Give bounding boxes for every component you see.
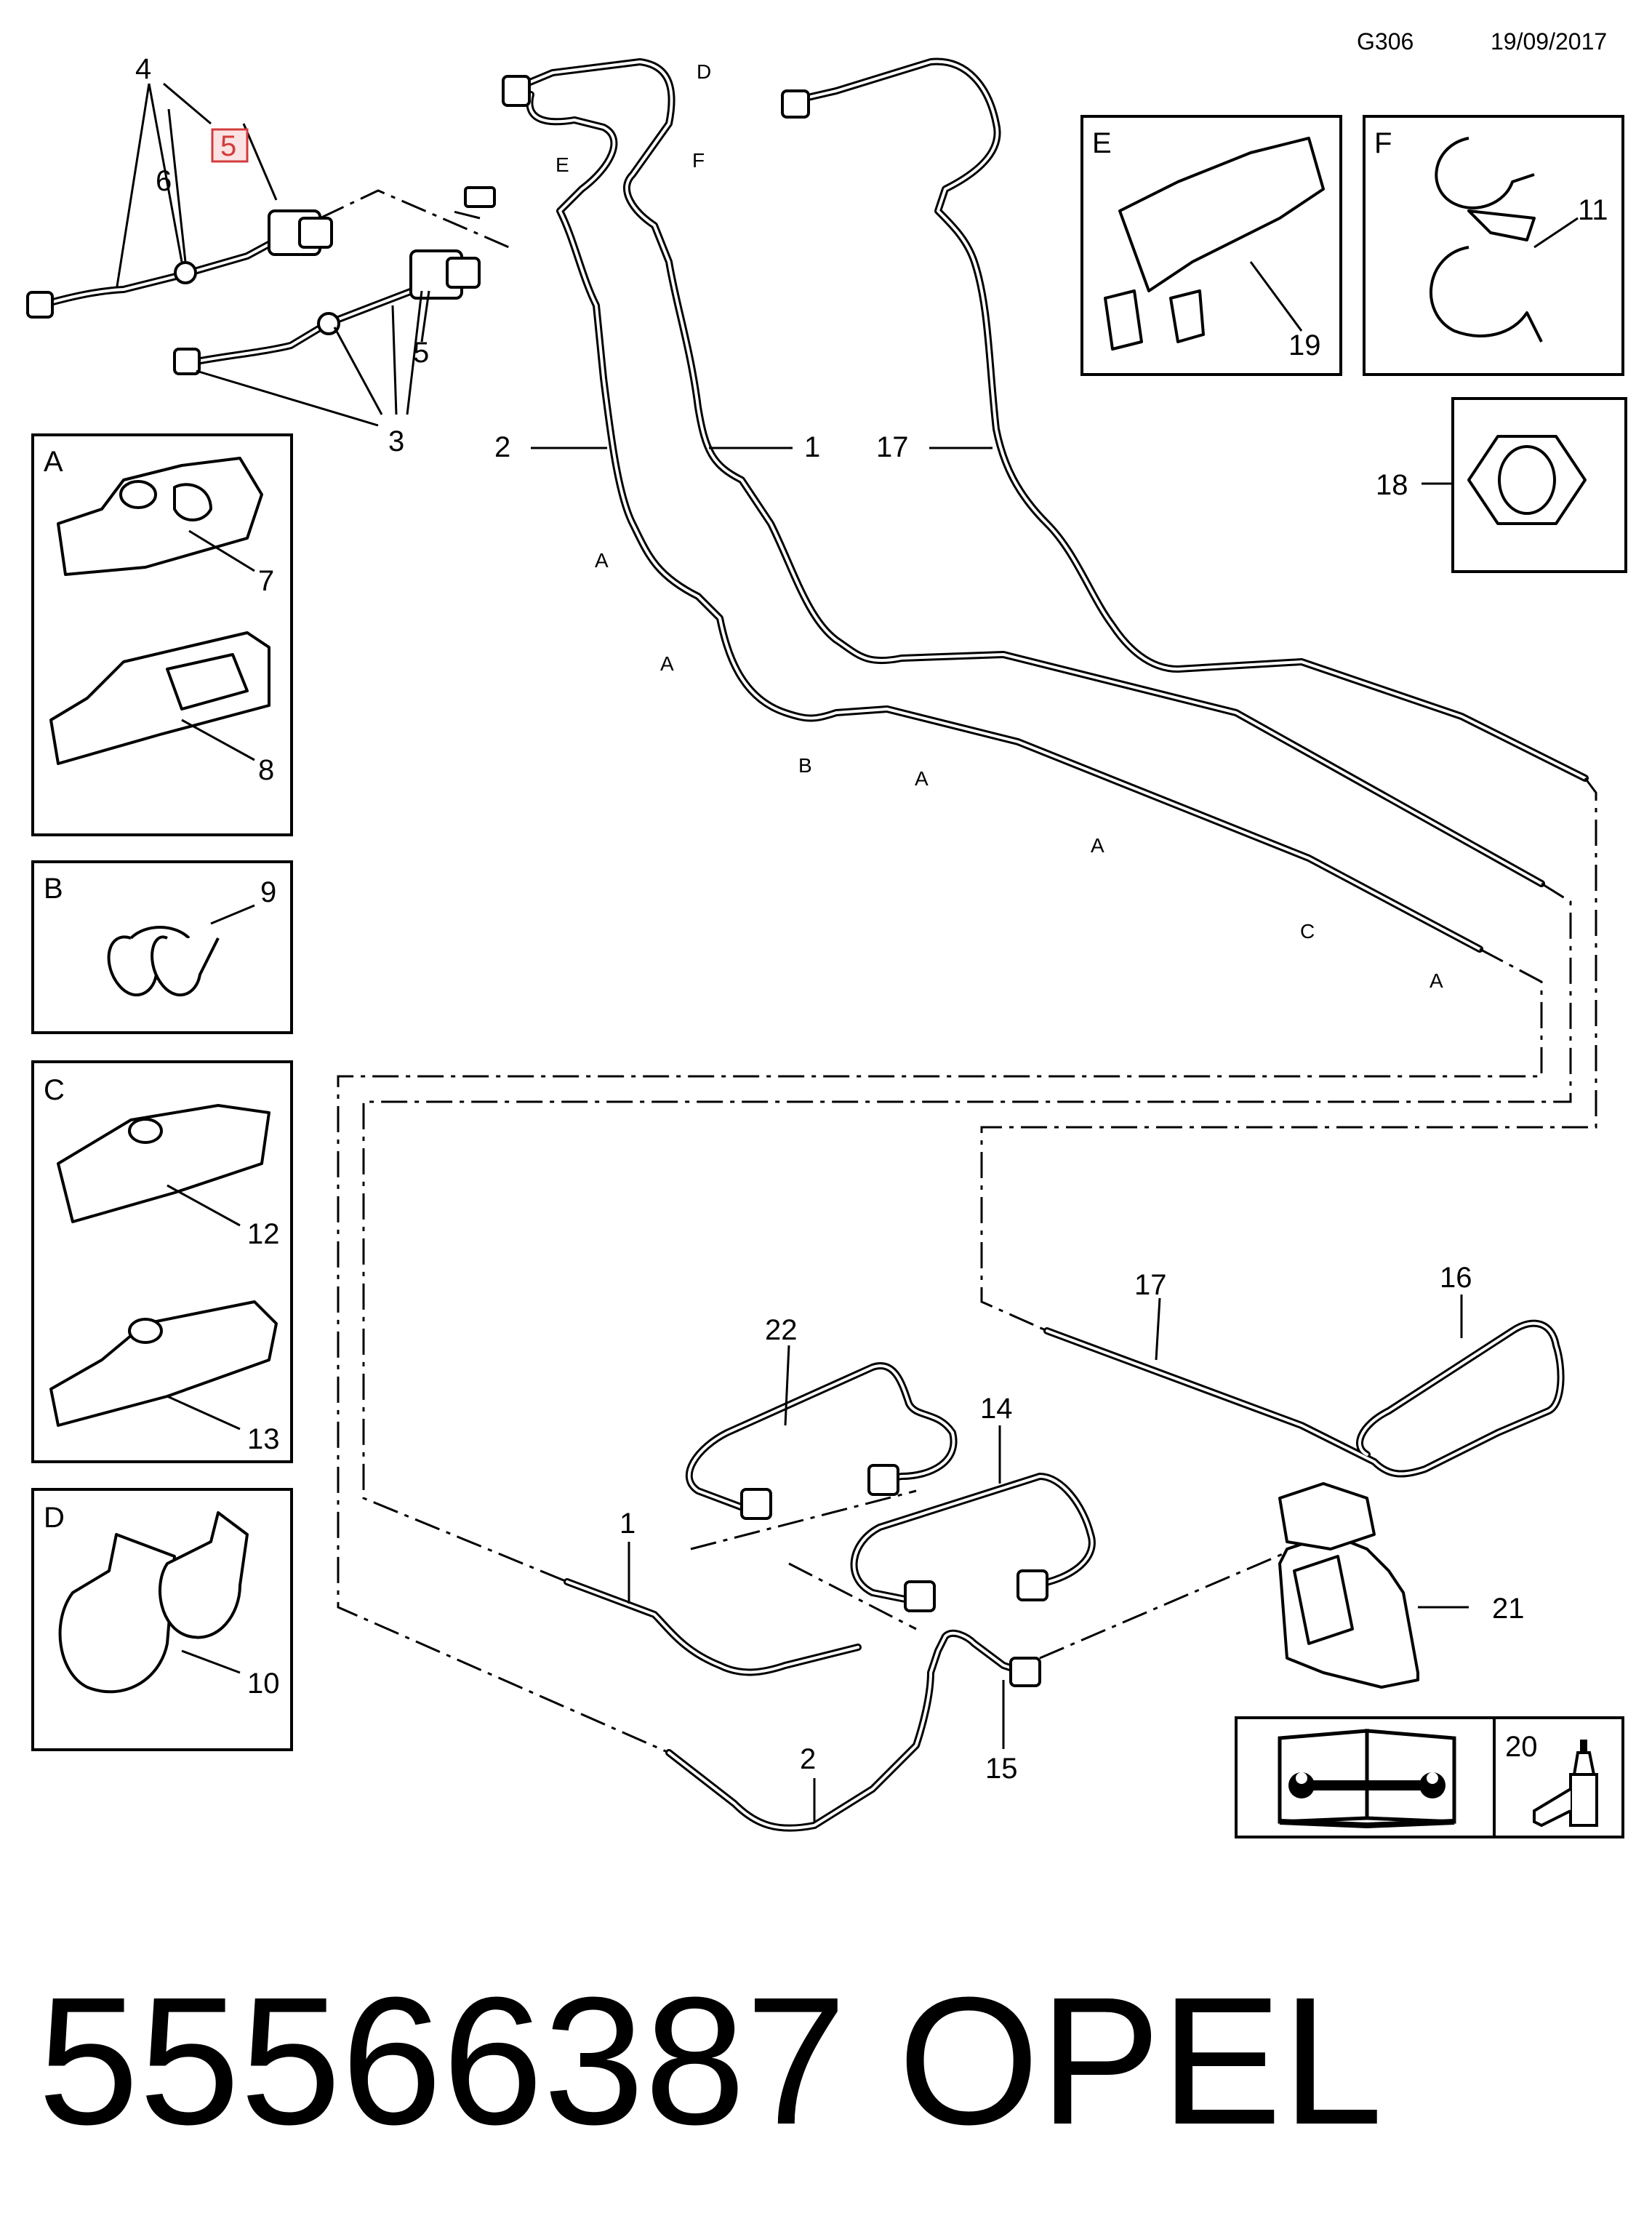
dashed-continuations [337, 777, 1597, 1754]
zone-label-a4: A [1091, 834, 1104, 857]
callout-2-lower: 2 [800, 1743, 816, 1775]
panel-nut: 18 [1376, 397, 1627, 573]
zone-label-a1: A [595, 549, 609, 572]
callout-12: 12 [247, 1218, 280, 1250]
service-panel: 20 [1235, 1716, 1624, 1838]
diagram-date: 19/09/2017 [1491, 28, 1607, 55]
zone-label-a2: A [660, 652, 674, 675]
callout-8: 8 [258, 754, 274, 786]
panel-e: E 19 [1080, 115, 1342, 376]
panel-c-label: C [44, 1074, 65, 1106]
callout-17-lower: 17 [1134, 1269, 1167, 1301]
zone-label-b: B [798, 754, 812, 777]
panel-a-label: A [44, 446, 63, 478]
zone-label-f: F [692, 149, 705, 172]
zone-label-a3: A [915, 767, 929, 790]
panel-a: A 7 8 [31, 433, 293, 836]
callout-19: 19 [1288, 329, 1321, 361]
callout-11: 11 [1578, 194, 1608, 226]
callout-2: 2 [494, 431, 510, 463]
callout-13: 13 [247, 1423, 280, 1455]
panel-d-label: D [44, 1502, 65, 1534]
callout-16: 16 [1440, 1262, 1472, 1294]
callout-7: 7 [258, 565, 274, 597]
callout-3: 3 [388, 425, 404, 457]
callout-17: 17 [876, 431, 909, 463]
zone-label-d: D [697, 60, 711, 83]
callout-9: 9 [260, 876, 276, 908]
sealant-tube-icon [1533, 1740, 1598, 1828]
callout-1-lower: 1 [620, 1508, 635, 1540]
pipe-runs [502, 57, 1589, 953]
callout-6: 6 [156, 165, 172, 197]
panel-b-label: B [44, 873, 63, 905]
callout-22: 22 [765, 1314, 798, 1346]
panel-e-label: E [1092, 127, 1112, 159]
brand-name: OPEL [898, 1959, 1383, 2162]
callout-10: 10 [247, 1668, 280, 1700]
sensor-assembly [26, 82, 510, 427]
panel-c: C 12 13 [31, 1060, 293, 1463]
callout-5-highlighted: 5 [220, 130, 236, 162]
callout-1: 1 [804, 431, 820, 463]
callout-15: 15 [985, 1753, 1018, 1785]
callout-5: 5 [413, 337, 429, 369]
panel-b: B 9 [31, 860, 293, 1034]
zone-label-e: E [556, 153, 569, 176]
panel-f-label: F [1374, 127, 1392, 159]
callout-4: 4 [135, 53, 151, 85]
highlight-badge [211, 128, 249, 163]
callout-20: 20 [1505, 1731, 1538, 1763]
zone-label-c: C [1300, 920, 1315, 943]
callout-18: 18 [1376, 469, 1408, 501]
part-number: 55566387 [38, 1959, 846, 2162]
zone-label-a5: A [1430, 969, 1443, 992]
lower-assembly [564, 1294, 1565, 1832]
diagram-code: G306 [1357, 28, 1414, 55]
manual-book-icon [1278, 1729, 1456, 1829]
panel-f: F 11 [1363, 115, 1624, 376]
callout-14: 14 [980, 1393, 1013, 1425]
callout-21: 21 [1492, 1593, 1525, 1625]
panel-d: D 10 [31, 1488, 293, 1751]
